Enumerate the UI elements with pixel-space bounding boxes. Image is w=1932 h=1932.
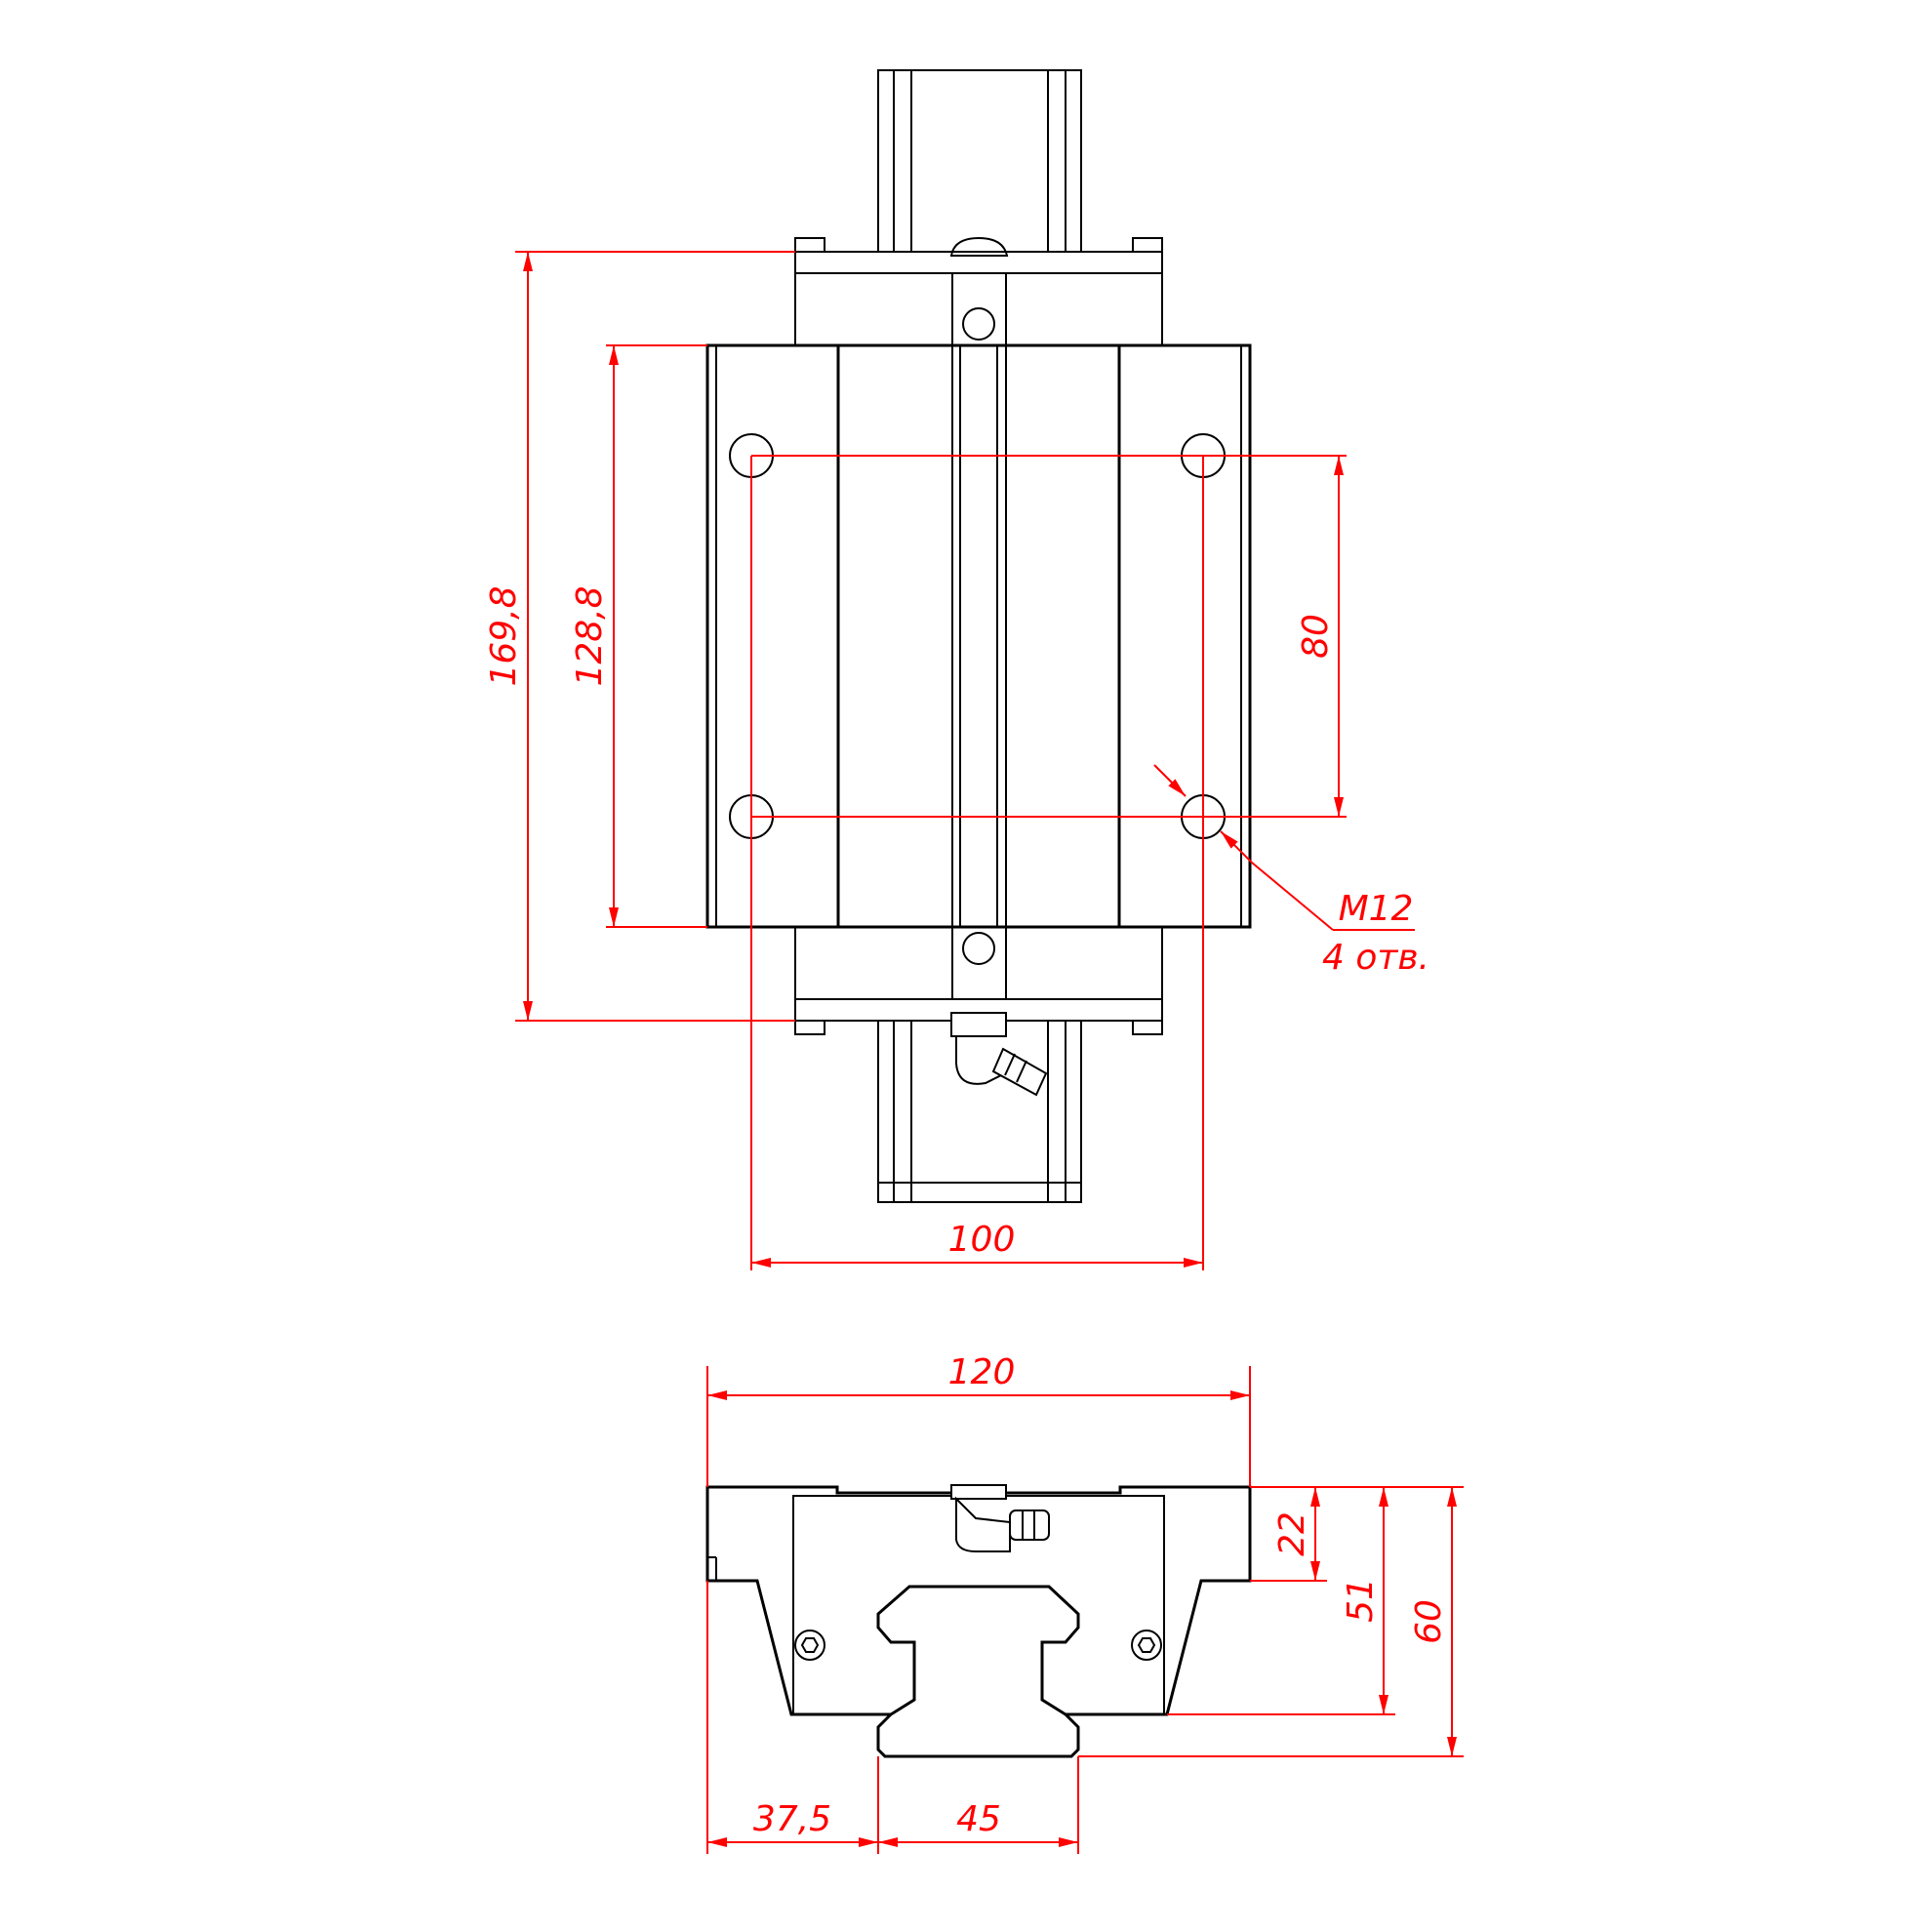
dim-rail-offset: 37,5 <box>753 1799 831 1839</box>
dim-width: 120 <box>948 1352 1016 1392</box>
dim-hole-spacing-long: 80 <box>1296 614 1336 659</box>
dim-overall-length: 169,8 <box>484 585 524 686</box>
rail-end-view <box>876 1585 1080 1758</box>
dim-body-length: 128,8 <box>570 585 610 686</box>
dimensions-top-view: 169,8 128,8 80 100 M12 4 отв. <box>484 251 1429 1270</box>
grease-nipple-end-view <box>950 1484 1050 1552</box>
dim-flange-height: 22 <box>1272 1511 1312 1556</box>
dim-block-height: 51 <box>1341 1578 1381 1623</box>
dim-total-height: 60 <box>1409 1599 1449 1644</box>
dimensions-end-view: 120 22 51 60 37,5 45 <box>706 1352 1464 1854</box>
dim-hole-spacing-wide: 100 <box>948 1220 1016 1260</box>
end-seal-top <box>794 236 1163 346</box>
end-view: 120 22 51 60 37,5 45 <box>705 1352 1464 1854</box>
dim-rail-width: 45 <box>956 1799 1001 1839</box>
dim-hole-thread: M12 <box>1339 889 1414 929</box>
top-view: 169,8 128,8 80 100 M12 4 отв. <box>484 69 1429 1270</box>
carriage-body-top-view <box>705 273 1252 999</box>
grease-nipple-top-view <box>950 1012 1048 1097</box>
dim-hole-count: 4 отв. <box>1322 938 1429 978</box>
